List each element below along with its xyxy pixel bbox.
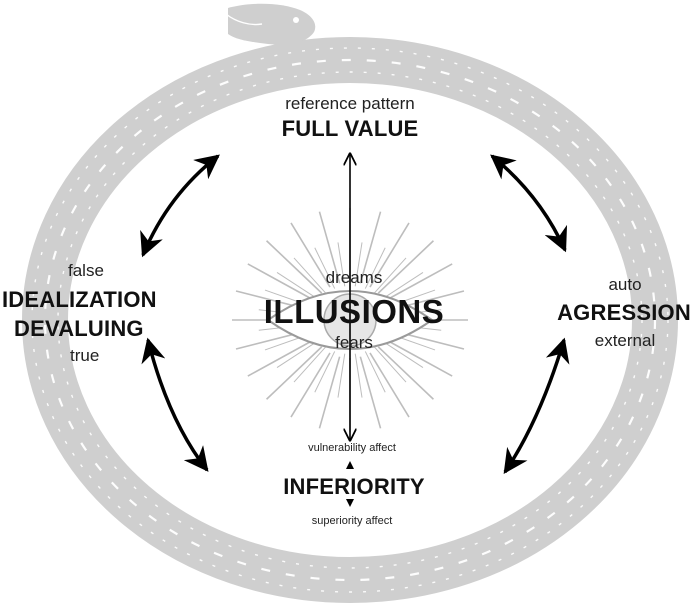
inferiority-label: INFERIORITY bbox=[283, 474, 425, 499]
left-above-label: false bbox=[68, 261, 104, 280]
ouroboros-serpent-icon bbox=[22, 3, 678, 603]
superiority-affect-label: superiority affect bbox=[311, 515, 393, 527]
up-triangle-icon bbox=[346, 461, 354, 469]
eye-ray bbox=[359, 211, 382, 284]
eye-ray bbox=[381, 340, 424, 369]
illusions-label: ILLUSIONS bbox=[263, 293, 445, 330]
arrow-top-left bbox=[140, 154, 220, 258]
eye-ray bbox=[293, 346, 327, 383]
eye-ray bbox=[247, 263, 316, 302]
eye-ray bbox=[314, 351, 336, 393]
eye-ray bbox=[373, 257, 407, 294]
eye-ray bbox=[359, 356, 382, 429]
eye-ray bbox=[364, 247, 386, 289]
eye-ray bbox=[293, 257, 327, 294]
full-value-label: FULL VALUE bbox=[281, 116, 419, 141]
eye-ray bbox=[377, 346, 434, 400]
eye-ray bbox=[377, 240, 434, 294]
arrow-bottom-right bbox=[503, 337, 570, 475]
eye-ray bbox=[247, 338, 316, 377]
eye-ray bbox=[290, 222, 331, 288]
eye-ray bbox=[276, 271, 319, 300]
arrow-bottom-left bbox=[141, 337, 209, 472]
eye-ray bbox=[314, 247, 336, 289]
dreams-label: dreams bbox=[325, 268, 383, 287]
top-subtitle: reference pattern bbox=[285, 94, 415, 113]
eye-ray bbox=[369, 352, 410, 418]
arrow-top-right bbox=[490, 154, 568, 253]
fears-label: fears bbox=[335, 333, 373, 352]
down-triangle-icon bbox=[346, 499, 354, 507]
eye-ray bbox=[266, 240, 323, 294]
eye-ray bbox=[369, 222, 410, 288]
idealization-label: IDEALIZATION bbox=[2, 287, 157, 312]
right-above-label: auto bbox=[608, 275, 642, 294]
eye-ray bbox=[290, 352, 331, 418]
eye-ray bbox=[384, 338, 453, 377]
eye-ray bbox=[373, 346, 407, 383]
right-below-label: external bbox=[594, 331, 656, 350]
eye-ray bbox=[364, 351, 386, 393]
left-below-label: true bbox=[70, 346, 100, 365]
vulnerability-affect-label: vulnerability affect bbox=[308, 442, 396, 454]
radiant-eye-icon bbox=[232, 207, 468, 433]
eye-ray bbox=[318, 211, 341, 284]
devaluing-label: DEVALUING bbox=[14, 316, 144, 341]
eye-ray bbox=[384, 263, 453, 302]
eye-ray bbox=[318, 356, 341, 429]
eye-ray bbox=[276, 340, 319, 369]
eye-ray bbox=[381, 271, 424, 300]
agression-label: AGRESSION bbox=[557, 300, 691, 325]
eye-ray bbox=[266, 346, 323, 400]
